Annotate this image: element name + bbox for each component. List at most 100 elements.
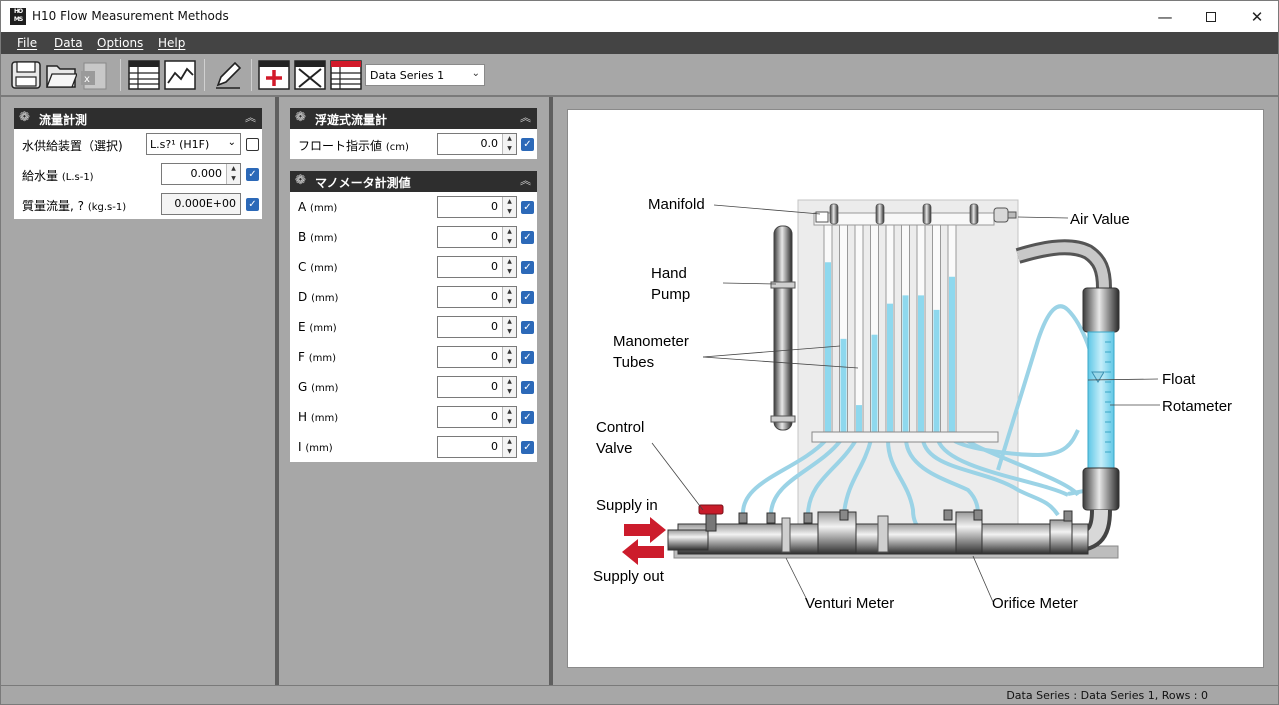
spin-up-icon[interactable]: ▲ bbox=[507, 438, 512, 445]
spin-down-icon[interactable]: ▼ bbox=[507, 208, 512, 215]
include-checkbox[interactable]: ✓ bbox=[521, 321, 534, 334]
pane-splitter[interactable] bbox=[275, 97, 279, 685]
hand-pump-clamp bbox=[770, 415, 796, 423]
menu-options[interactable]: Options bbox=[97, 36, 144, 50]
collapse-chevron-icon[interactable]: ︽ bbox=[245, 111, 256, 124]
collapse-chevron-icon[interactable]: ︽ bbox=[520, 111, 531, 124]
title-bar[interactable]: HO MS H10 Flow Measurement Methods — ✕ bbox=[1, 1, 1278, 32]
spin-down-icon[interactable]: ▼ bbox=[507, 328, 512, 335]
menu-help[interactable]: Help bbox=[158, 36, 186, 50]
excel-export-icon[interactable]: x bbox=[80, 59, 112, 91]
manometer-input[interactable]: 0▲▼ bbox=[437, 256, 517, 278]
field-unit: (mm) bbox=[311, 383, 339, 394]
spin-down-icon[interactable]: ▼ bbox=[507, 358, 512, 365]
panel-header[interactable]: ❁ マノメータ計測値 ︽ bbox=[290, 171, 537, 192]
spin-buttons[interactable]: ▲▼ bbox=[502, 197, 516, 217]
delete-row-icon[interactable] bbox=[294, 59, 326, 91]
manometer-input[interactable]: 0▲▼ bbox=[437, 406, 517, 428]
spin-buttons[interactable]: ▲▼ bbox=[502, 317, 516, 337]
supply-device-select[interactable]: L.s?¹ (H1F) ⌄ bbox=[146, 133, 241, 155]
include-checkbox[interactable]: ✓ bbox=[521, 291, 534, 304]
label-venturi-meter: Venturi Meter bbox=[805, 595, 894, 612]
spin-buttons[interactable]: ▲▼ bbox=[502, 287, 516, 307]
select-value: L.s?¹ (H1F) bbox=[150, 138, 210, 151]
pane-splitter[interactable] bbox=[549, 97, 553, 685]
spin-down-icon[interactable]: ▼ bbox=[507, 388, 512, 395]
manometer-input[interactable]: 0▲▼ bbox=[437, 226, 517, 248]
spin-up-icon[interactable]: ▲ bbox=[507, 135, 512, 142]
spin-up-icon[interactable]: ▲ bbox=[231, 165, 236, 172]
include-checkbox[interactable]: ✓ bbox=[521, 381, 534, 394]
field-label-text: フロート指示値 bbox=[298, 139, 383, 153]
manometer-input[interactable]: 0▲▼ bbox=[437, 286, 517, 308]
air-valve bbox=[993, 207, 1009, 223]
chart-view-icon[interactable] bbox=[164, 59, 196, 91]
save-icon[interactable] bbox=[10, 59, 42, 91]
manometer-tubes bbox=[823, 224, 957, 433]
spin-up-icon[interactable]: ▲ bbox=[507, 378, 512, 385]
spin-up-icon[interactable]: ▲ bbox=[507, 318, 512, 325]
include-checkbox[interactable]: ✓ bbox=[246, 168, 259, 181]
control-valve-stem bbox=[705, 512, 717, 532]
data-series-value: Data Series 1 bbox=[370, 69, 445, 82]
spin-up-icon[interactable]: ▲ bbox=[507, 258, 512, 265]
spin-buttons[interactable]: ▲▼ bbox=[502, 347, 516, 367]
status-text: Data Series : Data Series 1, Rows : 0 bbox=[1006, 689, 1208, 702]
manometer-input[interactable]: 0▲▼ bbox=[437, 346, 517, 368]
data-series-select[interactable]: Data Series 1 ⌄ bbox=[365, 64, 485, 86]
edit-pencil-icon[interactable] bbox=[212, 59, 244, 91]
spin-buttons[interactable]: ▲▼ bbox=[502, 437, 516, 457]
minimize-button[interactable]: — bbox=[1142, 1, 1188, 32]
spin-buttons[interactable]: ▲▼ bbox=[502, 407, 516, 427]
table-view-icon[interactable] bbox=[128, 59, 160, 91]
spin-buttons[interactable]: ▲▼ bbox=[502, 227, 516, 247]
spin-up-icon[interactable]: ▲ bbox=[507, 228, 512, 235]
include-checkbox[interactable]: ✓ bbox=[521, 138, 534, 151]
spin-buttons[interactable]: ▲▼ bbox=[502, 257, 516, 277]
float-reading-input[interactable]: 0.0 ▲▼ bbox=[437, 133, 517, 155]
maximize-button[interactable] bbox=[1188, 1, 1234, 32]
include-checkbox[interactable]: ✓ bbox=[521, 201, 534, 214]
panel-header[interactable]: ❁ 浮遊式流量計 ︽ bbox=[290, 108, 537, 129]
spin-buttons[interactable]: ▲▼ bbox=[226, 164, 240, 184]
spin-down-icon[interactable]: ▼ bbox=[231, 175, 236, 182]
minimize-icon: — bbox=[1157, 7, 1173, 26]
panel-header[interactable]: ❁ 流量計測 ︽ bbox=[14, 108, 262, 129]
spin-down-icon[interactable]: ▼ bbox=[507, 298, 512, 305]
close-button[interactable]: ✕ bbox=[1234, 1, 1278, 32]
field-label-text: F bbox=[298, 350, 305, 364]
spin-down-icon[interactable]: ▼ bbox=[507, 418, 512, 425]
spin-down-icon[interactable]: ▼ bbox=[507, 238, 512, 245]
include-checkbox[interactable]: ✓ bbox=[521, 411, 534, 424]
menu-data[interactable]: Data bbox=[54, 36, 83, 50]
supply-flow-input[interactable]: 0.000 ▲▼ bbox=[161, 163, 241, 185]
spin-up-icon[interactable]: ▲ bbox=[507, 348, 512, 355]
include-checkbox[interactable]: ✓ bbox=[521, 441, 534, 454]
include-checkbox[interactable] bbox=[246, 138, 259, 151]
spin-buttons[interactable]: ▲▼ bbox=[502, 134, 516, 154]
spin-down-icon[interactable]: ▼ bbox=[507, 448, 512, 455]
spin-up-icon[interactable]: ▲ bbox=[507, 408, 512, 415]
spin-down-icon[interactable]: ▼ bbox=[507, 145, 512, 152]
spin-up-icon[interactable]: ▲ bbox=[507, 198, 512, 205]
spin-buttons[interactable]: ▲▼ bbox=[502, 377, 516, 397]
label-orifice-meter: Orifice Meter bbox=[992, 595, 1078, 612]
add-row-icon[interactable] bbox=[258, 59, 290, 91]
collapse-chevron-icon[interactable]: ︽ bbox=[520, 174, 531, 187]
spin-up-icon[interactable]: ▲ bbox=[507, 288, 512, 295]
include-checkbox[interactable]: ✓ bbox=[521, 261, 534, 274]
series-table-icon[interactable] bbox=[330, 59, 362, 91]
include-checkbox[interactable]: ✓ bbox=[246, 198, 259, 211]
spin-down-icon[interactable]: ▼ bbox=[507, 268, 512, 275]
include-checkbox[interactable]: ✓ bbox=[521, 231, 534, 244]
manometer-input[interactable]: 0▲▼ bbox=[437, 436, 517, 458]
manometer-input[interactable]: 0▲▼ bbox=[437, 376, 517, 398]
menu-file[interactable]: File bbox=[17, 36, 38, 50]
manometer-input[interactable]: 0▲▼ bbox=[437, 316, 517, 338]
include-checkbox[interactable]: ✓ bbox=[521, 351, 534, 364]
svg-text:x: x bbox=[84, 74, 90, 85]
window-title: H10 Flow Measurement Methods bbox=[32, 9, 229, 23]
open-folder-icon[interactable] bbox=[45, 59, 77, 91]
manometer-input[interactable]: 0▲▼ bbox=[437, 196, 517, 218]
field-unit: (cm) bbox=[385, 142, 409, 153]
